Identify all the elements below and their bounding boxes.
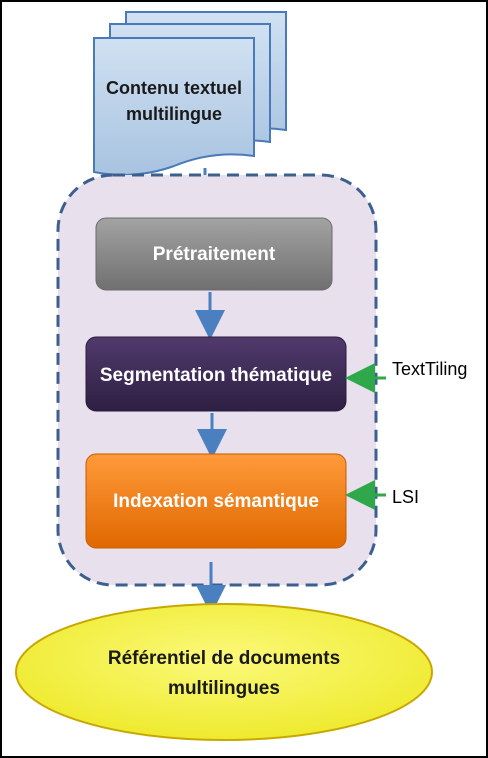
step-indexation-label: Indexation sémantique (113, 491, 319, 512)
output-repository-ellipse (15, 603, 433, 741)
tool-label-texttiling: TextTiling (392, 359, 467, 379)
step-pretraitement-box (95, 217, 333, 291)
step-segmentation-label: Segmentation thématique (100, 365, 332, 386)
step-pretraitement-label: Prétraitement (153, 244, 276, 265)
tool-label-lsi: LSI (392, 487, 419, 507)
multi-document-icon (93, 11, 287, 176)
output-label-line2: multilingues (168, 678, 280, 699)
source-document-label-line2: multilingue (126, 104, 222, 124)
source-document-label-line1: Contenu textuel (106, 78, 242, 98)
output-label-line1: Référentiel de documents (108, 648, 340, 669)
